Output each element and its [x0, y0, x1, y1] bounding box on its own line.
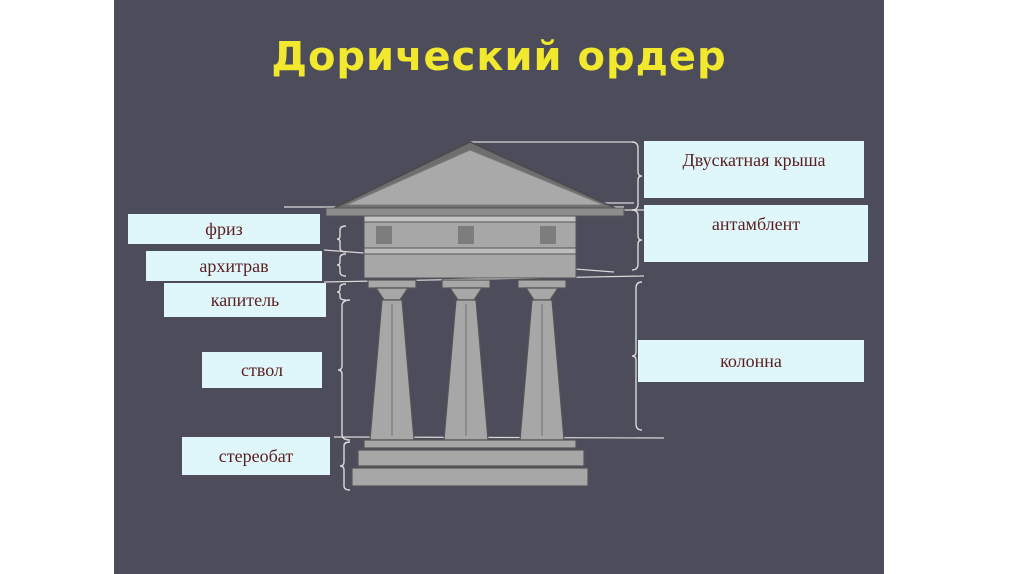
pediment: [325, 141, 625, 217]
label-column: колонна: [638, 340, 864, 382]
slide-title: Дорический ордер: [271, 34, 727, 80]
label-architrave: архитрав: [146, 251, 322, 281]
label-stylobate: стереобат: [182, 437, 330, 475]
stylobate-steps: [351, 439, 589, 487]
slide: Дорический ордер: [114, 0, 884, 574]
label-roof: Двускатная крыша: [644, 141, 864, 198]
brackets: [336, 141, 643, 491]
column-right: [517, 279, 567, 441]
label-frieze: фриз: [128, 214, 320, 244]
column-left: [367, 279, 417, 441]
columns: [367, 279, 567, 441]
label-capital: капитель: [164, 283, 326, 317]
column-middle: [441, 279, 491, 441]
label-entablature: антамблент: [644, 205, 868, 262]
entablature: [363, 215, 577, 279]
doric-temple-diagram: [284, 141, 665, 491]
label-shaft: ствол: [202, 352, 322, 388]
